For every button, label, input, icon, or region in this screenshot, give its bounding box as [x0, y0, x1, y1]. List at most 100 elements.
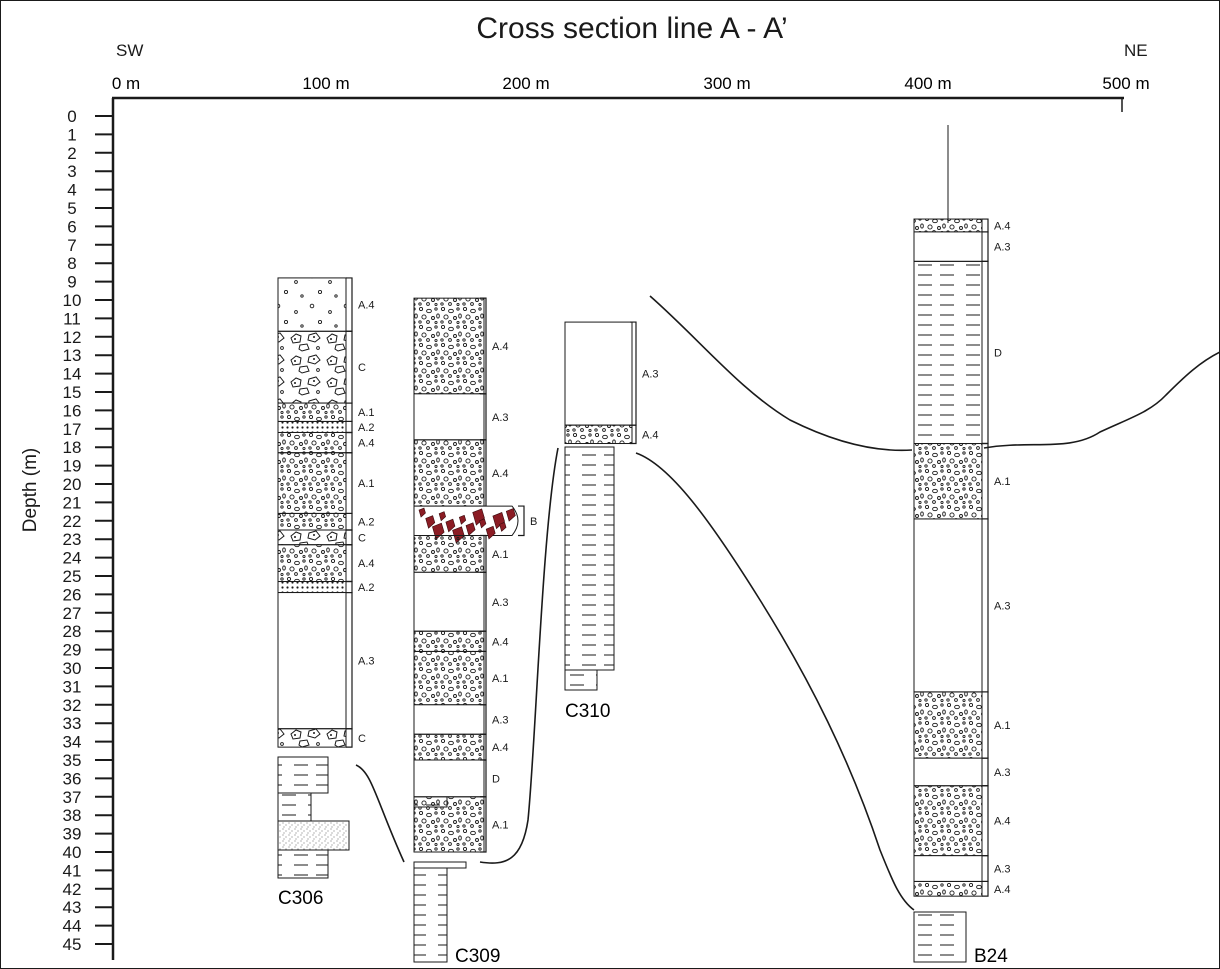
depth-tick-label: 6	[67, 217, 76, 236]
unit-bracket	[346, 421, 352, 432]
depth-tick-label: 19	[63, 457, 82, 476]
depth-tick-label: 32	[63, 696, 82, 715]
borehole-b24: A.4A.3DA.1A.3A.1A.3A.4A.3A.4	[914, 219, 1011, 896]
surface-line-upper	[650, 296, 912, 450]
depth-tick-label: 10	[63, 291, 82, 310]
unit-bracket	[982, 232, 988, 261]
depth-tick-label: 18	[63, 438, 82, 457]
depth-tick-label: 17	[63, 420, 82, 439]
unit-fill-none	[914, 232, 982, 261]
depth-tick-label: 39	[63, 825, 82, 844]
unit-label: A.1	[492, 819, 509, 831]
unit-bracket	[346, 513, 352, 530]
unit-fill-dense	[414, 631, 484, 651]
unit-fill-none	[414, 572, 484, 631]
unit-label: A.2	[358, 582, 375, 594]
unit-fill-lines	[914, 261, 982, 443]
unit-label: A.2	[358, 422, 375, 434]
unit-fill-dense	[414, 797, 484, 852]
unit-fill-dense	[278, 513, 346, 530]
unit-label: A.1	[358, 478, 375, 490]
depth-tick-label: 1	[67, 125, 76, 144]
depth-tick-label: 4	[67, 181, 76, 200]
depth-tick-label: 35	[63, 751, 82, 770]
borehole-label-c309: C309	[455, 946, 500, 967]
unit-label: A.4	[492, 468, 509, 480]
unit-fill-none	[914, 519, 982, 692]
unit-label: A.3	[358, 656, 375, 668]
depth-tick-label: 30	[63, 659, 82, 678]
depth-tick-label: 16	[63, 401, 82, 420]
depth-tick-label: 24	[63, 549, 82, 568]
unit-label: A.4	[358, 438, 375, 450]
unit-label: A.4	[492, 636, 509, 648]
c310-mudstone-2	[565, 670, 597, 690]
unit-label: A.2	[358, 517, 375, 529]
depth-tick-label: 9	[67, 273, 76, 292]
direction-ne-label: NE	[1124, 41, 1148, 60]
unit-fill-dense	[914, 444, 982, 519]
unit-fill-sparse	[278, 278, 346, 331]
unit-label: A.3	[492, 412, 509, 424]
unit-fill-dense	[278, 453, 346, 514]
unit-fill-clast	[278, 530, 346, 545]
c309-mudstone-base	[414, 868, 447, 962]
unit-fill-clast	[278, 331, 346, 403]
unit-label: C	[358, 532, 366, 544]
depth-tick-label: 34	[63, 733, 82, 752]
figure-title: Cross section line A - A’	[476, 12, 787, 45]
depth-tick-label: 41	[63, 861, 82, 880]
unit-label: A.3	[642, 369, 659, 381]
unit-fill-dense	[278, 432, 346, 452]
unit-bracket	[346, 432, 352, 452]
borehole-label-c310: C310	[565, 701, 610, 722]
depth-tick-label: 14	[63, 365, 82, 384]
depth-tick-label: 44	[63, 917, 82, 936]
unit-fill-dense	[914, 881, 982, 896]
unit-bracket	[982, 881, 988, 896]
unit-fill-dense	[414, 651, 484, 704]
c309-thin-bed	[414, 862, 466, 868]
unit-fill-clast	[278, 729, 346, 747]
borehole-label-c306: C306	[278, 888, 323, 909]
unit-fill-dense	[414, 734, 484, 760]
unit-fill-dense	[414, 298, 484, 394]
depth-tick-label: 21	[63, 493, 82, 512]
depth-tick-label: 5	[67, 199, 76, 218]
unit-bracket	[346, 331, 352, 403]
correlation-line-c310-b24	[636, 453, 914, 910]
unit-fill-dots	[278, 421, 346, 432]
depth-tick-label: 37	[63, 788, 82, 807]
borehole-c310: A.3A.4	[565, 322, 659, 443]
unit-label: A.4	[994, 220, 1011, 232]
unit-label: A.4	[994, 884, 1011, 896]
unit-label: D	[994, 347, 1002, 359]
depth-tick-label: 29	[63, 641, 82, 660]
unit-label: A.1	[358, 407, 375, 419]
depth-tick-label: 15	[63, 383, 82, 402]
c306-mudstone-2	[278, 793, 311, 821]
depth-tick-label: 3	[67, 162, 76, 181]
unit-fill-dense	[565, 425, 632, 443]
depth-tick-label: 11	[63, 309, 81, 328]
unit-bracket	[982, 856, 988, 882]
direction-sw-label: SW	[116, 41, 143, 60]
unit-label: A.4	[994, 816, 1011, 828]
unit-fill-none	[414, 705, 484, 734]
depth-tick-label: 38	[63, 806, 82, 825]
unit-label: A.3	[492, 715, 509, 727]
unit-fill-none	[565, 322, 632, 425]
depth-tick-label: 28	[63, 622, 82, 641]
unit-bracket	[346, 545, 352, 582]
unit-bracket	[982, 219, 988, 232]
unit-fill-dense	[914, 692, 982, 758]
depth-tick-label: 2	[67, 144, 76, 163]
unit-bracket	[982, 444, 988, 519]
borehole-c306: A.4CA.1A.2A.4A.1A.2CA.4A.2A.3C	[278, 278, 375, 747]
depth-tick-label: 45	[63, 935, 82, 954]
depth-tick-label: 13	[63, 346, 82, 365]
unit-fill-dense	[278, 403, 346, 421]
c306-sandstone	[278, 821, 349, 850]
c310-lower-section	[565, 447, 614, 690]
